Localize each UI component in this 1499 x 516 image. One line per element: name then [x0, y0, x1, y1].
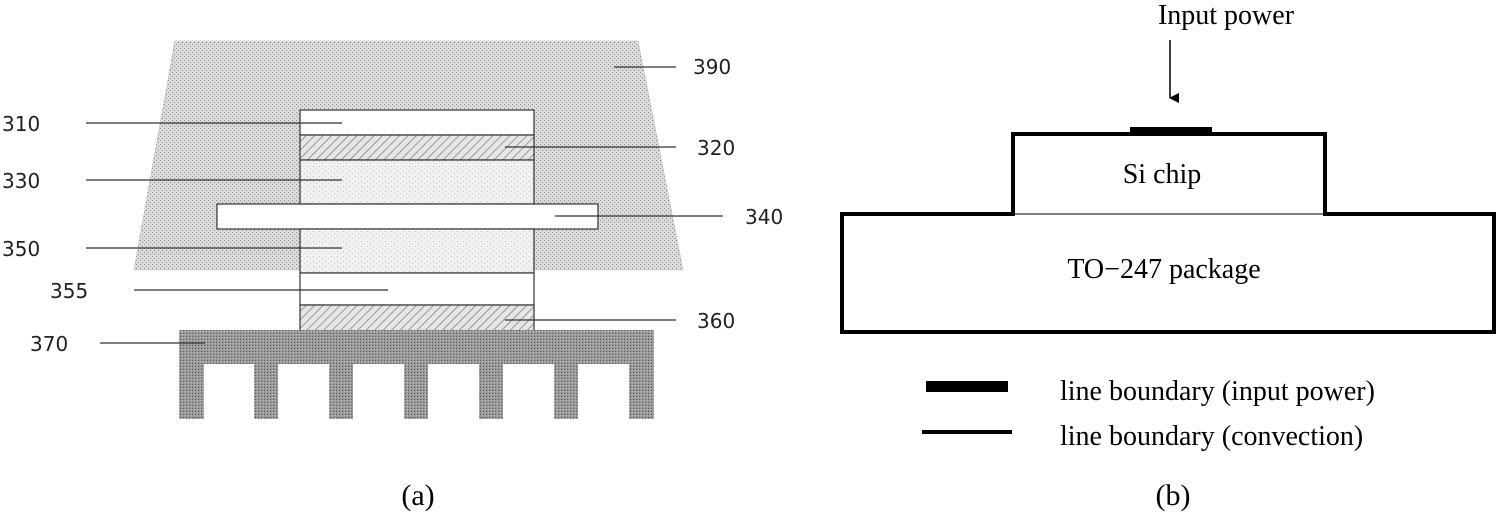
label-310: 310 [2, 112, 40, 136]
chip-label: Si chip [1123, 159, 1202, 190]
label-320: 320 [697, 136, 735, 160]
legend-thick-line [926, 381, 1008, 392]
layer-330 [299, 159, 535, 205]
heatsink-370 [179, 330, 654, 419]
layer-320 [299, 134, 535, 161]
layer-340 [216, 203, 599, 230]
label-340: 340 [745, 205, 783, 229]
label-330: 330 [2, 169, 40, 193]
caption-b: (b) [1156, 479, 1191, 512]
layer-360 [299, 304, 535, 332]
label-360: 360 [697, 309, 735, 333]
label-350: 350 [2, 237, 40, 261]
input-power-label: Input power [1158, 0, 1295, 31]
package-label: TO−247 package [1067, 254, 1260, 285]
panel-b: Input power Si chip TO−247 package line … [840, 0, 1496, 512]
layer-350 [299, 228, 535, 274]
label-370: 370 [30, 332, 68, 356]
caption-a: (a) [401, 479, 434, 512]
legend-thin-line [922, 430, 1012, 434]
panel-a: 390 310 320 330 340 350 355 360 370 (a) [2, 40, 783, 512]
label-355: 355 [50, 279, 88, 303]
legend-thin-label: line boundary (convection) [1060, 421, 1363, 452]
input-power-boundary [1130, 127, 1212, 134]
label-390: 390 [693, 55, 731, 79]
leader-lines [86, 66, 723, 344]
legend-thick-label: line boundary (input power) [1060, 376, 1375, 407]
layer-355 [299, 272, 535, 306]
